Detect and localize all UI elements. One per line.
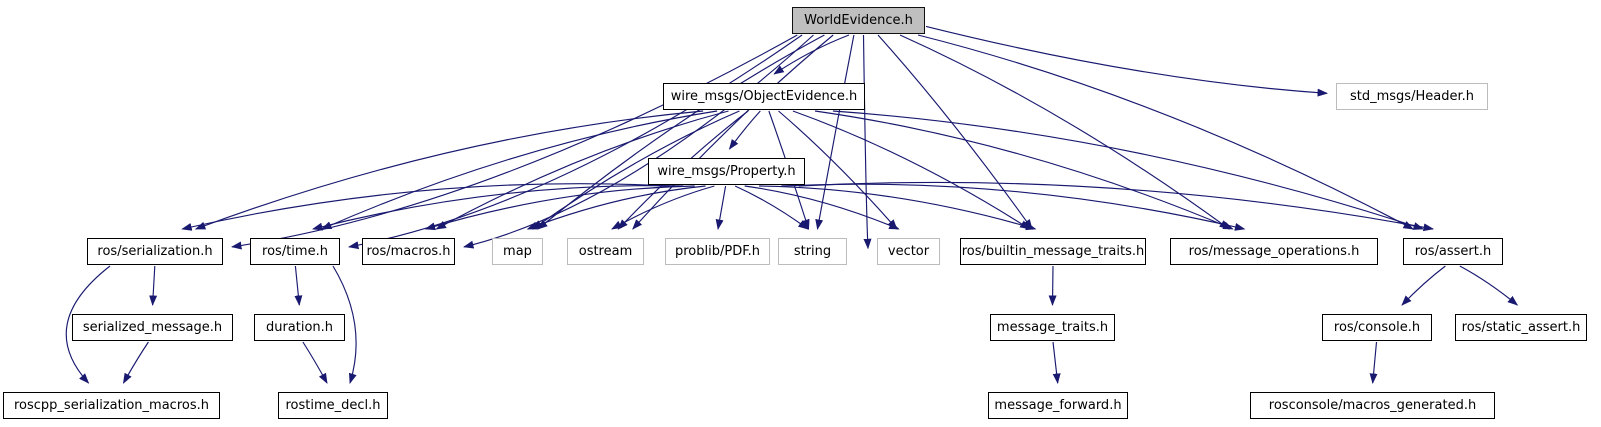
node-ostream: ostream [567, 238, 644, 265]
node-msgops[interactable]: ros/message_operations.h [1170, 238, 1378, 265]
edge-assert-static_assert [1459, 265, 1519, 306]
edge-serialization-roscpp_macros [65, 265, 111, 384]
node-time[interactable]: ros/time.h [250, 238, 340, 265]
edge-world-msgops [899, 34, 1230, 230]
node-message_traits[interactable]: message_traits.h [990, 314, 1115, 341]
edge-property-macros [424, 185, 695, 231]
edge-world-builtin [877, 34, 1033, 230]
node-world: WorldEvidence.h [792, 7, 925, 34]
edge-objectevidence-serialization [194, 110, 704, 230]
edge-objectevidence-vector [778, 110, 898, 230]
edge-objectevidence-builtin [792, 110, 1031, 230]
edge-world-map [537, 34, 825, 230]
edge-objectevidence-macros [435, 110, 729, 230]
edge-builtin-message_traits [1048, 265, 1057, 306]
node-assert[interactable]: ros/assert.h [1403, 238, 1503, 265]
node-roscpp_macros[interactable]: roscpp_serialization_macros.h [3, 392, 220, 419]
edge-property-map [526, 185, 706, 230]
edge-property-pdf [715, 185, 727, 230]
node-serialized_message[interactable]: serialized_message.h [72, 314, 233, 341]
edge-property-assert [798, 181, 1434, 232]
node-rosconsole_macros[interactable]: rosconsole/macros_generated.h [1250, 392, 1495, 419]
node-console[interactable]: ros/console.h [1322, 314, 1432, 341]
edge-objectevidence-msgops [814, 110, 1234, 230]
edge-property-ostream [611, 185, 715, 230]
node-property[interactable]: wire_msgs/Property.h [648, 158, 805, 185]
node-string: string [778, 238, 847, 265]
node-static_assert[interactable]: ros/static_assert.h [1455, 314, 1587, 341]
edge-property-serialization [181, 183, 670, 231]
edge-world-vector [862, 34, 872, 250]
edge-world-serialization [231, 34, 798, 250]
edge-world-header [925, 25, 1328, 97]
node-map: map [492, 238, 543, 265]
node-macros[interactable]: ros/macros.h [362, 238, 455, 265]
edge-world-time [348, 34, 803, 250]
node-serialization[interactable]: ros/serialization.h [87, 238, 223, 265]
node-rostime_decl[interactable]: rostime_decl.h [278, 392, 388, 419]
edge-duration-rostime_decl [302, 341, 328, 384]
edge-world-macros [463, 34, 814, 249]
edge-world-string [815, 34, 855, 230]
edge-time-rostime_decl [332, 265, 357, 384]
edge-message_traits-message_forward [1052, 341, 1061, 384]
edge-serialized_message-roscpp_macros [122, 341, 149, 384]
edge-objectevidence-time [321, 110, 718, 230]
edge-objectevidence-map [531, 110, 740, 230]
edge-console-rosconsole_macros [1369, 341, 1378, 384]
node-objectevidence[interactable]: wire_msgs/ObjectEvidence.h [663, 83, 865, 110]
edge-world-ostream [632, 34, 834, 230]
node-message_forward[interactable]: message_forward.h [988, 392, 1128, 419]
edge-property-time [312, 185, 684, 231]
edge-time-duration [294, 265, 303, 306]
node-builtin[interactable]: ros/builtin_message_traits.h [960, 238, 1146, 265]
node-vector: vector [877, 238, 940, 265]
edge-property-vector [744, 185, 900, 230]
edge-world-assert [917, 34, 1414, 230]
edge-assert-console [1401, 265, 1446, 306]
node-duration[interactable]: duration.h [254, 314, 345, 341]
edge-property-string [734, 185, 809, 230]
node-header: std_msgs/Header.h [1336, 83, 1488, 110]
edge-objectevidence-property [728, 110, 761, 150]
node-pdf: problib/PDF.h [665, 238, 770, 265]
edge-property-builtin [759, 185, 1037, 231]
edge-objectevidence-assert [832, 110, 1424, 230]
edge-serialization-serialized_message [149, 265, 158, 306]
edge-world-objectevidence [773, 34, 850, 75]
